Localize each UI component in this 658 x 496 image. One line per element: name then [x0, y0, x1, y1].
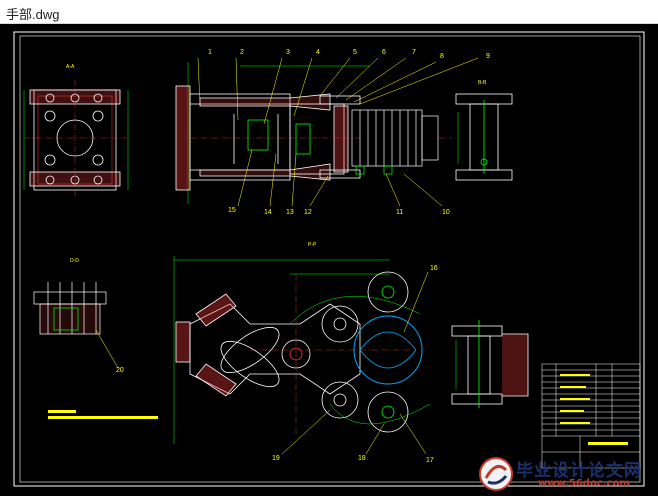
- watermark-title: 毕业设计论文网: [516, 461, 642, 481]
- title-block: [541, 363, 641, 469]
- part-label-14: 14: [264, 209, 272, 216]
- part-label-3: 3: [286, 49, 290, 56]
- view-bb: B-B: [455, 80, 513, 181]
- cad-drawing: A-A: [13, 31, 645, 487]
- part-label-17: 17: [426, 457, 434, 464]
- part-label-15: 15: [228, 207, 236, 214]
- part-label-1: 1: [208, 49, 212, 56]
- label-aa: A-A: [66, 64, 75, 70]
- part-label-12: 12: [304, 209, 312, 216]
- view-fingers: [351, 109, 452, 175]
- watermark-logo-icon: [479, 457, 513, 491]
- cad-canvas[interactable]: A-A: [0, 24, 658, 496]
- sheet-frame: [13, 31, 645, 487]
- watermark-url: www.56doc.com: [538, 478, 630, 489]
- part-labels: 1 2 3 4 5 6 7 8 9 10 11 12 13 14 15 16 1…: [116, 49, 490, 464]
- leaders: [95, 57, 479, 455]
- part-label-18: 18: [358, 455, 366, 462]
- part-label-6: 6: [382, 49, 386, 56]
- part-label-7: 7: [412, 49, 416, 56]
- tech-notes: [48, 410, 158, 419]
- part-label-10: 10: [442, 209, 450, 216]
- file-name: 手部.dwg: [6, 7, 60, 22]
- part-label-4: 4: [316, 49, 320, 56]
- part-label-8: 8: [440, 53, 444, 60]
- watermark: 毕业设计论文网 www.56doc.com: [478, 454, 654, 494]
- part-label-20: 20: [116, 367, 124, 374]
- part-label-5: 5: [353, 49, 357, 56]
- view-aa: A-A: [23, 64, 129, 196]
- part-label-2: 2: [240, 49, 244, 56]
- view-side: [451, 320, 529, 408]
- part-label-16: 16: [430, 265, 438, 272]
- view-dd: D-D: [33, 258, 107, 335]
- title-bar: 手部.dwg: [0, 0, 658, 24]
- label-pp: P-P: [308, 242, 317, 248]
- label-dd: D-D: [70, 258, 79, 264]
- view-main: [175, 62, 370, 204]
- part-label-11: 11: [396, 209, 403, 216]
- part-label-9: 9: [486, 53, 490, 60]
- part-label-13: 13: [286, 209, 294, 216]
- part-label-19: 19: [272, 455, 280, 462]
- label-bb: B-B: [478, 80, 487, 86]
- sheet-inner-frame: [19, 35, 641, 483]
- view-pp: P-P: [173, 242, 431, 444]
